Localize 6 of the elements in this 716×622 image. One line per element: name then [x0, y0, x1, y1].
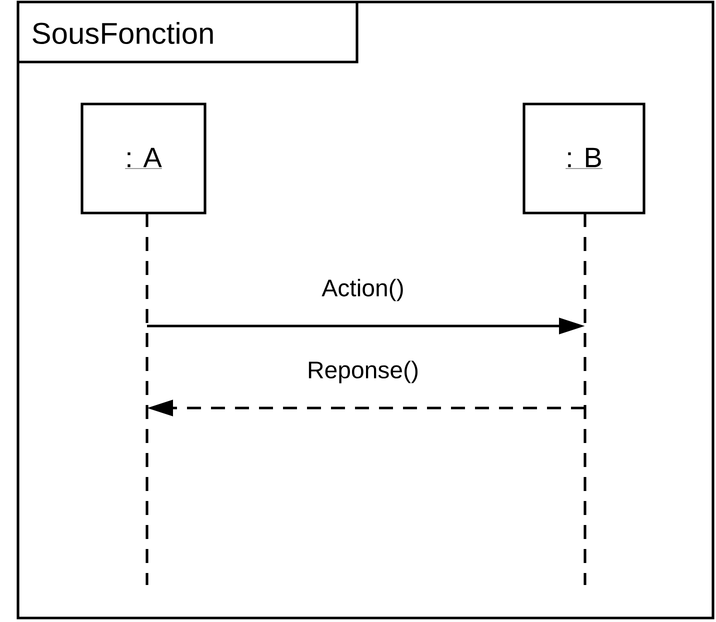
message-label: Reponse()	[308, 360, 418, 384]
lifeline	[146, 213, 148, 585]
lifeline	[584, 213, 586, 585]
lifeline-box: : A	[80, 102, 206, 214]
lifeline-box: : B	[522, 102, 646, 214]
message-label: Action()	[322, 278, 403, 302]
